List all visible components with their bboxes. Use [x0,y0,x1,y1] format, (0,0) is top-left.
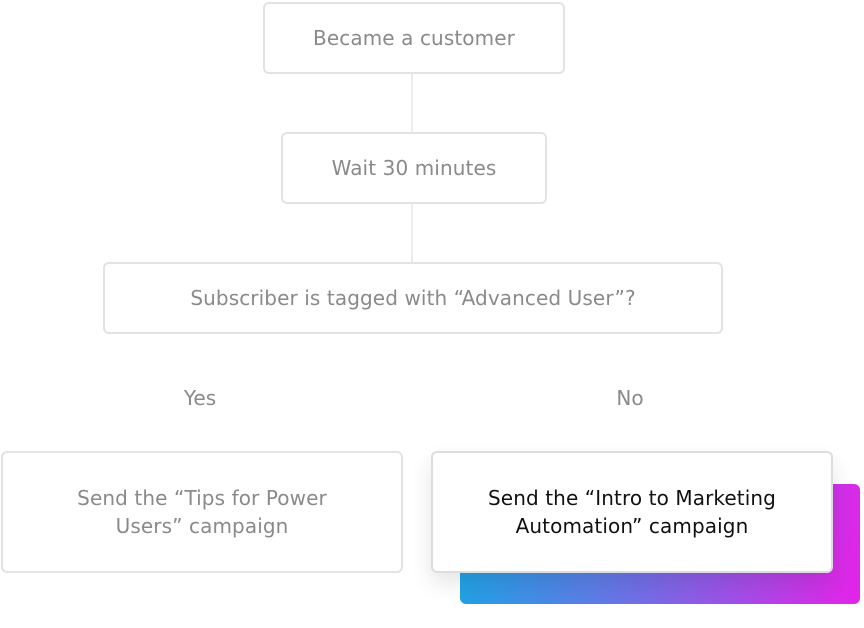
delay-node-label: Wait 30 minutes [331,156,497,180]
condition-node-label: Subscriber is tagged with “Advanced User… [190,286,636,310]
yes-branch-label: Yes [183,386,217,410]
no-branch-label: No [616,386,644,410]
trigger-node[interactable]: Became a customer [263,2,565,74]
yes-action-node[interactable]: Send the “Tips for Power Users” campaign [1,451,403,573]
trigger-node-label: Became a customer [313,26,515,50]
connector-delay-to-condition [411,203,413,263]
condition-node[interactable]: Subscriber is tagged with “Advanced User… [103,262,723,334]
yes-action-label: Send the “Tips for Power Users” campaign [77,486,327,538]
no-action-node[interactable]: Send the “Intro to Marketing Automation”… [431,451,833,573]
connector-trigger-to-delay [411,73,413,133]
no-action-label: Send the “Intro to Marketing Automation”… [488,486,776,538]
delay-node[interactable]: Wait 30 minutes [281,132,547,204]
